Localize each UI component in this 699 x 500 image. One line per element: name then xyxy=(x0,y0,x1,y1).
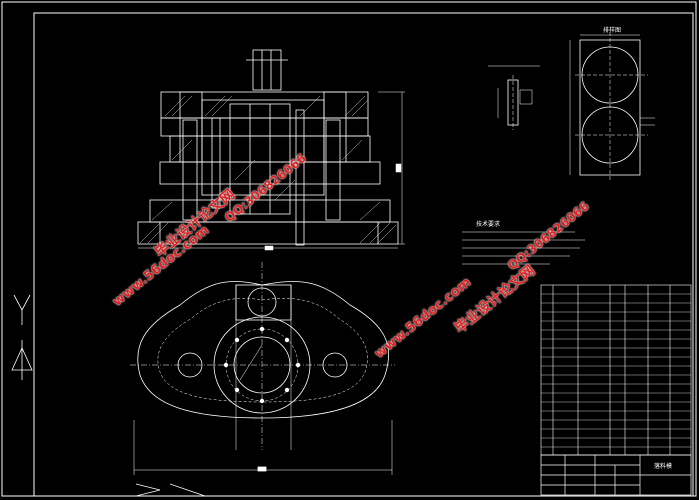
front-section-view xyxy=(137,49,405,251)
technical-notes-title: 技术要求 xyxy=(476,220,500,228)
strip-layout-view xyxy=(569,32,655,180)
roughness-symbol xyxy=(11,294,33,380)
plan-view xyxy=(130,262,395,475)
part-detail-view xyxy=(488,65,540,130)
projection-symbol xyxy=(135,483,206,497)
technical-notes xyxy=(462,231,585,265)
parts-list-table xyxy=(540,284,692,456)
title-block xyxy=(540,454,692,496)
strip-layout-title: 排样图 xyxy=(603,26,621,34)
title-block-name: 落料模 xyxy=(654,462,672,470)
